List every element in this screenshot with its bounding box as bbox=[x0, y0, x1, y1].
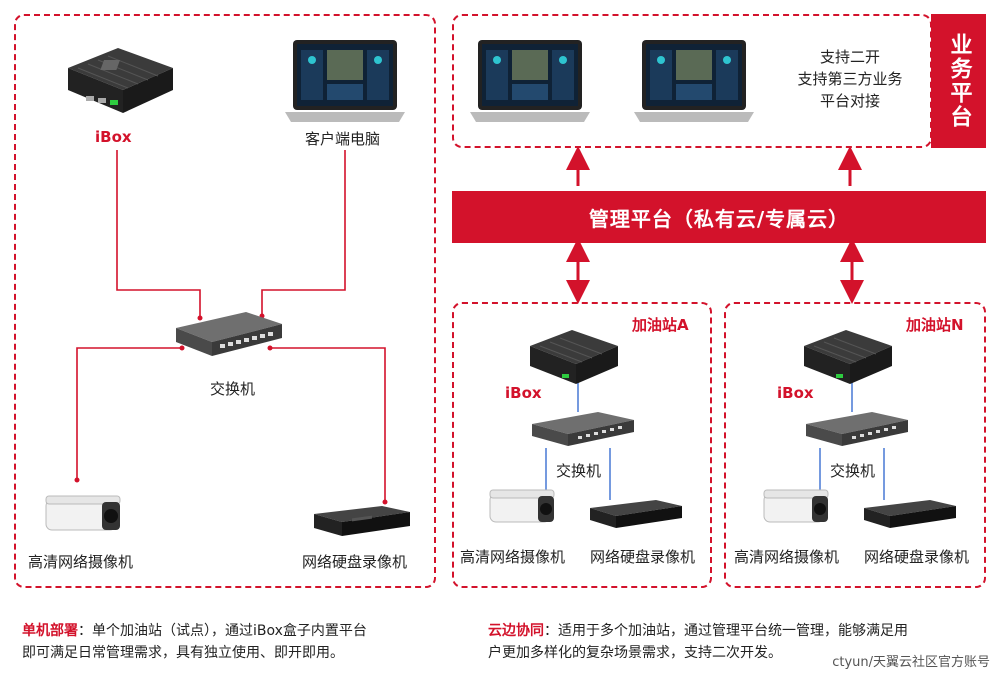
station-n-name: 加油站N bbox=[906, 316, 964, 334]
camera-label: 高清网络摄像机 bbox=[28, 553, 134, 571]
station-a-switch-icon bbox=[532, 412, 634, 446]
station-n-nvr-label: 网络硬盘录像机 bbox=[864, 548, 970, 566]
station-a-nvr-icon bbox=[590, 500, 682, 528]
standalone-caption-line2: 即可满足日常管理需求，具有独立使用、即开即用。 bbox=[22, 645, 344, 661]
switch-icon bbox=[176, 312, 282, 356]
station-a-camera-label: 高清网络摄像机 bbox=[460, 548, 566, 566]
cloud-edge-caption-title: 云边协同 bbox=[488, 623, 544, 639]
ibox-device-icon bbox=[68, 48, 173, 113]
client-pc-label: 客户端电脑 bbox=[305, 130, 381, 148]
support-line-2: 支持第三方业务 bbox=[797, 70, 903, 88]
client-laptop-icon bbox=[285, 40, 405, 122]
station-n-switch-label: 交换机 bbox=[830, 462, 876, 480]
station-n-ibox-icon bbox=[804, 330, 892, 384]
switch-label: 交换机 bbox=[210, 380, 256, 398]
standalone-caption-line1: ：单个加油站（试点），通过iBox盒子内置平台 bbox=[78, 623, 367, 639]
station-a-ibox-label: iBox bbox=[505, 384, 542, 402]
platform-support-text: 支持二开 支持第三方业务 平台对接 bbox=[770, 46, 930, 112]
standalone-caption: 单机部署：单个加油站（试点），通过iBox盒子内置平台 即可满足日常管理需求，具… bbox=[22, 620, 442, 664]
standalone-panel bbox=[14, 14, 436, 588]
station-a-nvr-label: 网络硬盘录像机 bbox=[590, 548, 696, 566]
station-n-camera-icon bbox=[763, 489, 829, 523]
station-a-camera-icon bbox=[489, 489, 555, 523]
cloud-edge-caption: 云边协同：适用于多个加油站，通过管理平台统一管理，能够满足用 户更加多样化的复杂… bbox=[488, 620, 988, 664]
station-n-nvr-icon bbox=[864, 500, 956, 528]
support-line-3: 平台对接 bbox=[819, 92, 880, 110]
platform-laptop-2-icon bbox=[634, 40, 754, 122]
platform-laptop-1-icon bbox=[470, 40, 590, 122]
station-a-name: 加油站A bbox=[632, 316, 689, 334]
cloud-edge-caption-line1: ：适用于多个加油站，通过管理平台统一管理，能够满足用 bbox=[544, 623, 908, 639]
cloud-edge-caption-line2: 户更加多样化的复杂场景需求，支持二次开发。 bbox=[488, 645, 782, 661]
station-a-switch-label: 交换机 bbox=[556, 462, 602, 480]
camera-icon bbox=[45, 495, 121, 531]
station-n-camera-label: 高清网络摄像机 bbox=[734, 548, 840, 566]
nvr-icon bbox=[314, 506, 410, 536]
station-n-ibox-label: iBox bbox=[777, 384, 814, 402]
station-a-ibox-icon bbox=[530, 330, 618, 384]
nvr-label: 网络硬盘录像机 bbox=[302, 553, 408, 571]
station-n-switch-icon bbox=[806, 412, 908, 446]
management-platform-bar: 管理平台（私有云/专属云） bbox=[452, 191, 986, 243]
support-line-1: 支持二开 bbox=[819, 48, 880, 66]
standalone-caption-title: 单机部署 bbox=[22, 623, 78, 639]
business-platform-label: 业务平台 bbox=[931, 14, 986, 148]
ibox-label: iBox bbox=[95, 128, 132, 146]
watermark: ctyun/天翼云社区官方账号 bbox=[832, 655, 990, 670]
